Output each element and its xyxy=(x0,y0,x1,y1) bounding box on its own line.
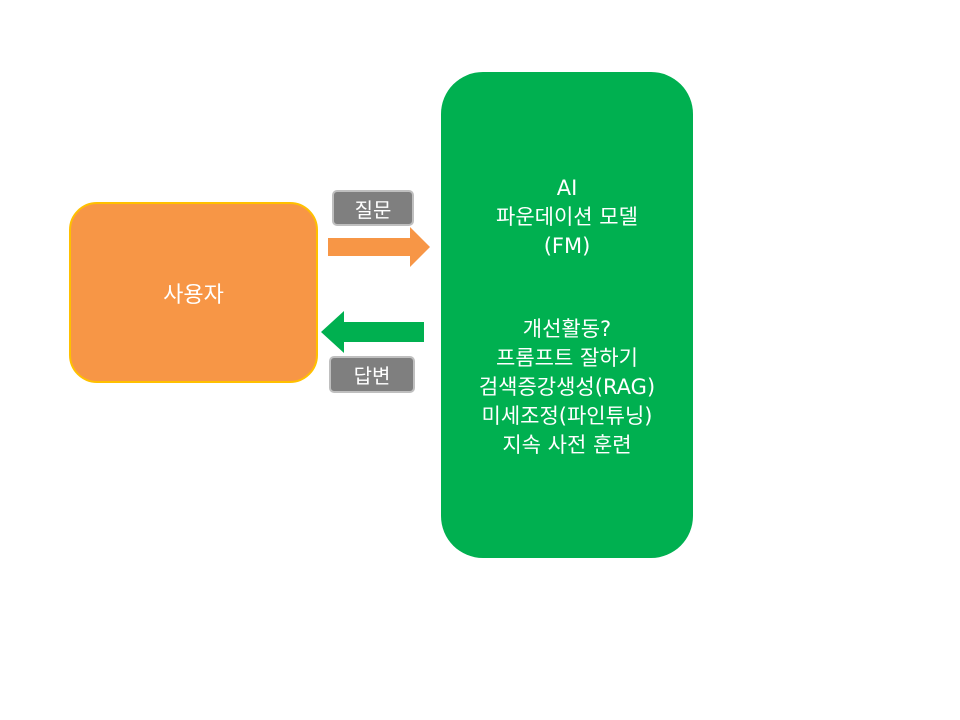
improvement-line: 프롬프트 잘하기 xyxy=(496,346,638,370)
model-box: AI 파운데이션 모델 (FM) 개선활동? 프롬프트 잘하기 검색증강생성(R… xyxy=(441,72,693,558)
question-tag: 질문 xyxy=(332,190,414,226)
model-title-line: 파운데이션 모델 xyxy=(496,205,638,229)
improvement-line: 개선활동? xyxy=(522,317,612,341)
model-title-line: (FM) xyxy=(543,234,591,258)
improvement-line: 검색증강생성(RAG) xyxy=(478,375,656,399)
user-label: 사용자 xyxy=(163,282,224,308)
question-arrow xyxy=(328,227,430,267)
user-box: 사용자 xyxy=(69,202,318,383)
answer-label: 답변 xyxy=(353,364,391,388)
improvement-line: 지속 사전 훈련 xyxy=(502,433,632,457)
answer-arrow xyxy=(321,311,424,353)
model-title: AI 파운데이션 모델 (FM) xyxy=(441,174,693,261)
model-title-line: AI xyxy=(556,176,578,200)
improvement-line: 미세조정(파인튜닝) xyxy=(481,404,653,428)
question-label: 질문 xyxy=(354,197,392,222)
improvement-list: 개선활동? 프롬프트 잘하기 검색증강생성(RAG) 미세조정(파인튜닝) 지속… xyxy=(441,315,693,460)
answer-tag: 답변 xyxy=(329,356,415,393)
